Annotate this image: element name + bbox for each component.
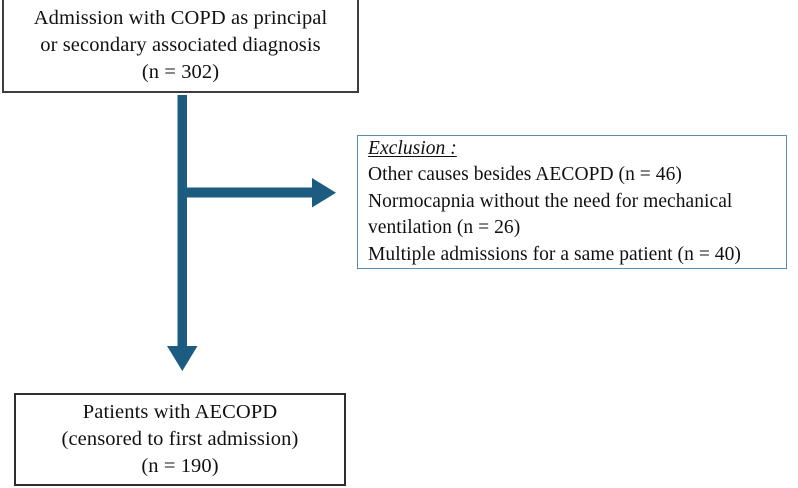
admission-line-3: (n = 302) (141, 61, 220, 83)
exclusion-line-2: Normocapnia without the need for mechani… (368, 190, 733, 212)
admission-line-2: or secondary associated diagnosis (40, 34, 321, 56)
exclusion-box: Exclusion : Other causes besides AECOPD … (357, 135, 787, 269)
exclusion-line-1: Other causes besides AECOPD (n = 46) (368, 164, 682, 186)
patients-line-3: (n = 190) (141, 455, 219, 477)
patients-line-1: Patients with AECOPD (82, 401, 278, 423)
exclusion-line-3: ventilation (n = 26) (368, 217, 521, 239)
exclusion-line-4: Multiple admissions for a same patient (… (368, 243, 741, 265)
admission-line-1: Admission with COPD as principal (33, 7, 328, 29)
patients-box: Patients with AECOPD (censored to first … (14, 393, 346, 486)
admission-box: Admission with COPD as principal or seco… (2, 0, 359, 93)
exclusion-heading: Exclusion : (368, 137, 457, 159)
arrow-to-exclusion (177, 178, 336, 208)
patients-line-2: (censored to first admission) (61, 428, 299, 450)
arrow-to-patients (167, 95, 198, 371)
